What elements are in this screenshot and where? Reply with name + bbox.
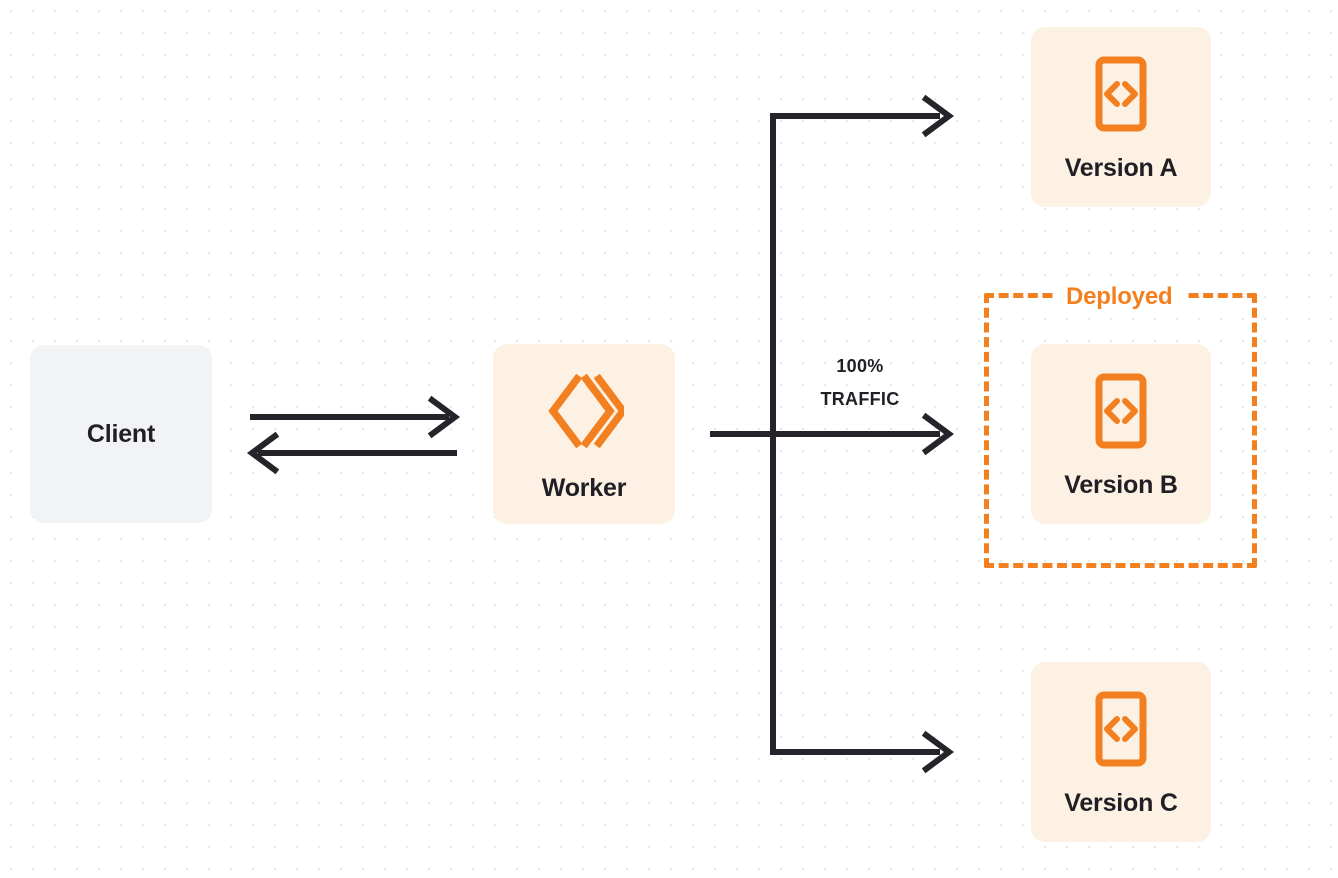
edge-trunk-to-version-b: [773, 412, 955, 456]
node-client[interactable]: Client: [30, 345, 212, 523]
node-worker-label: Worker: [541, 474, 627, 502]
node-version-b-label: Version B: [1064, 471, 1178, 499]
edge-worker-to-client: [246, 431, 457, 475]
node-version-b[interactable]: Version B: [1031, 344, 1211, 524]
edge-client-to-worker: [250, 395, 461, 439]
traffic-percent-value: 100%: [836, 356, 884, 376]
node-version-a[interactable]: Version A: [1031, 27, 1211, 207]
node-worker[interactable]: Worker: [493, 344, 675, 524]
code-file-icon: [1090, 372, 1152, 455]
node-version-c-label: Version C: [1064, 789, 1178, 817]
node-client-label: Client: [86, 419, 156, 448]
traffic-word-label: TRAFFIC: [820, 389, 900, 409]
node-version-a-label: Version A: [1064, 154, 1178, 182]
node-version-c[interactable]: Version C: [1031, 662, 1211, 842]
edge-trunk-to-version-c: [770, 730, 955, 774]
edge-trunk-to-version-a: [770, 94, 955, 138]
deployed-group-label: Deployed: [1054, 284, 1185, 310]
traffic-percentage-label: 100% TRAFFIC: [782, 350, 938, 416]
code-file-icon: [1090, 690, 1152, 773]
cloudflare-workers-logo-icon: [544, 371, 628, 456]
code-file-icon: [1090, 55, 1152, 138]
